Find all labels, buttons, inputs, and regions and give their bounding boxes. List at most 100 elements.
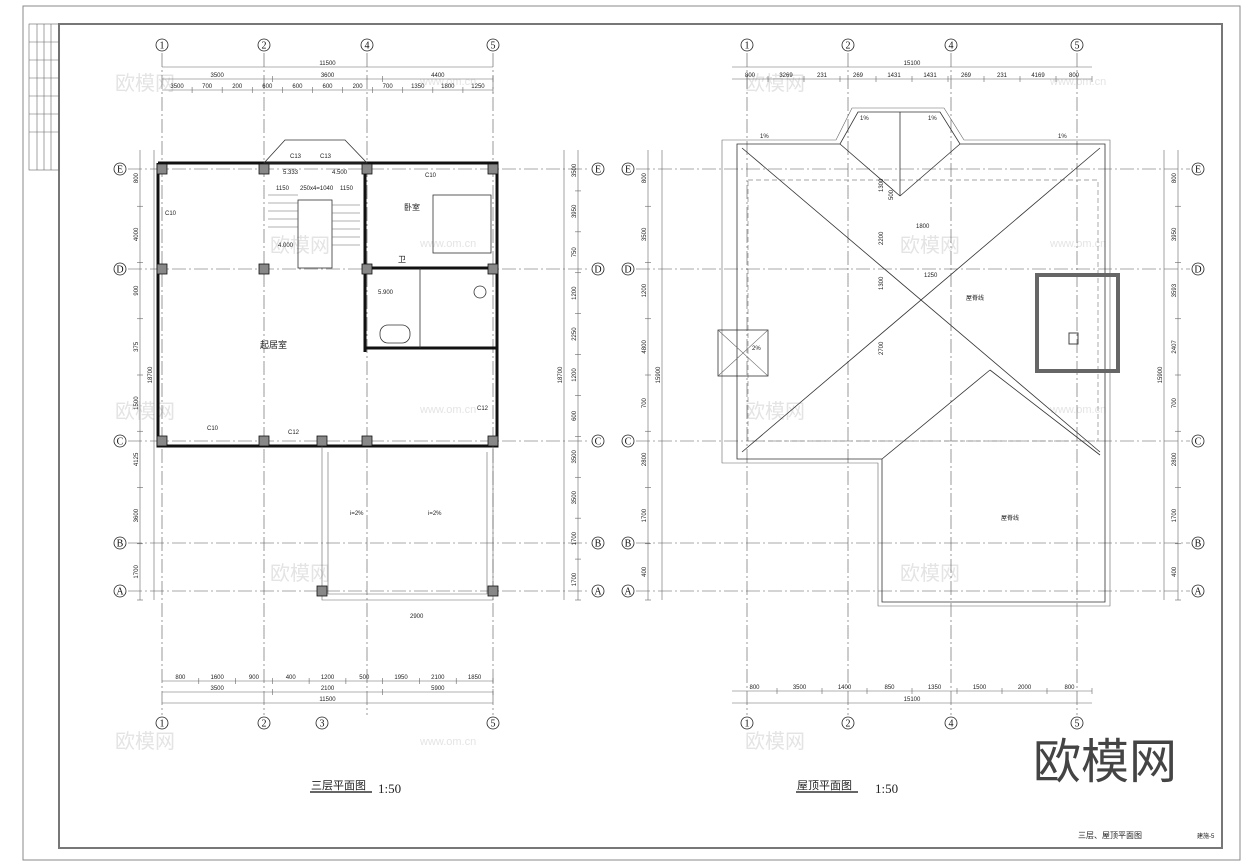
dimension-text: 600 [262,84,273,90]
dimension-text: 1200 [642,283,648,297]
axis-label: A [1194,587,1202,598]
axis-label: E [117,165,123,176]
axis-label: E [595,165,601,176]
roof-hatch [1068,332,1079,345]
dimension-text: 2200 [879,231,885,245]
axis-label: 4 [949,41,954,52]
dimension-text: 231 [817,73,828,79]
dimension-text: 231 [997,73,1008,79]
axis-label: B [117,539,124,550]
plan-scale: 1:50 [378,781,401,796]
dimension-text: 2800 [642,452,648,466]
axis-bubble [360,38,374,52]
dimension-text: 1700 [572,531,578,545]
dimension-text: 3500 [210,73,224,79]
axis-bubble [944,716,958,730]
dimension-text: 800 [175,675,186,681]
axis-bubble [486,716,500,730]
watermark: 欧模网 [745,399,805,423]
axis-bubble [591,584,605,598]
dimension-text: 800 [1069,73,1080,79]
dimension-text: 800 [642,172,648,183]
structural-column [361,163,373,175]
axis-label: B [1195,539,1202,550]
level-mark: 4.500 [332,170,348,176]
dimension-text: 400 [286,675,297,681]
slope-label: 1% [1058,134,1067,140]
dimension-text: 3500 [210,686,224,692]
axis-bubble [591,536,605,550]
axis-bubble [621,536,635,550]
watermark: 欧模网 [270,561,330,585]
dimension-text: 3500 [572,163,578,177]
dimension-text: 2000 [1018,685,1032,691]
dimension-text: 3500 [572,449,578,463]
slope-label: 1% [760,134,769,140]
structural-column [156,263,168,275]
sheet-number: 建施-5 [1197,832,1215,840]
slope-label: 1% [928,116,937,122]
dimension-text: 1850 [468,675,482,681]
axis-bubble [944,38,958,52]
watermark-logo-large: 欧模网 [1033,734,1177,790]
dimension-text: 850 [884,685,895,691]
dimension-text: 700 [642,397,648,408]
outer-frame [22,5,1241,861]
axis-label: 5 [491,719,496,730]
dimension-text: 400 [642,566,648,577]
roof-outline [736,111,1106,603]
dimension-text: 800 [749,685,760,691]
axis-bubble [113,536,127,550]
toilet [473,285,487,299]
dimension-text: 600 [292,84,303,90]
watermark-url: www.om.cn [1049,238,1106,250]
dimension-text: 1700 [134,565,140,579]
dimension-text: 1800 [916,224,930,230]
watermark: 欧模网 [115,71,175,95]
dimension-text: 3593 [1172,283,1178,297]
structural-column [487,435,499,447]
axis-label: C [595,437,602,448]
dimension-text: 1431 [887,73,901,79]
axis-label: 2 [262,41,267,52]
highlight-box[interactable] [1035,273,1120,373]
axis-bubble [621,434,635,448]
watermarks: 欧模网 www.om.cn 欧模网 www.om.cn 欧模网 欧模网 www.… [115,71,1177,790]
dimension-text: 600 [322,84,333,90]
dimension-text: 900 [249,675,260,681]
dimension-text: 700 [1172,397,1178,408]
dimension-text: 2100 [431,675,445,681]
axis-label: 3 [320,719,325,730]
axis-bubble [621,162,635,176]
axis-label: 5 [491,41,496,52]
dimension-text: 1400 [838,685,852,691]
structural-column [316,435,328,447]
chimney [717,329,769,377]
plan-title: 屋顶平面图 [797,779,852,792]
sheet-title: 三层、屋顶平面图 [1078,831,1142,840]
dimension-text: 500 [889,189,895,200]
dimension-text: 269 [853,73,864,79]
watermark-url: www.om.cn [419,238,476,250]
note: 屋脊线 [1001,514,1019,522]
axis-label: 2 [846,719,851,730]
watermark: 欧模网 [900,561,960,585]
slope-label: 2% [752,346,761,352]
axis-bubble [155,38,169,52]
dimension-text: 2800 [1172,452,1178,466]
dimension-text: 1700 [1172,508,1178,522]
axis-label: D [1194,265,1201,276]
dimension-text: 18700 [558,366,564,383]
axis-label: 1 [160,719,165,730]
axis-bubble [1191,262,1205,276]
axis-label: 5 [1075,719,1080,730]
axis-bubble [621,262,635,276]
axis-bubble [591,162,605,176]
axis-bubble [257,38,271,52]
axis-bubble [257,716,271,730]
axis-bubble [740,38,754,52]
room-label-bedroom: 卧室 [404,202,420,212]
axis-bubble [841,716,855,730]
